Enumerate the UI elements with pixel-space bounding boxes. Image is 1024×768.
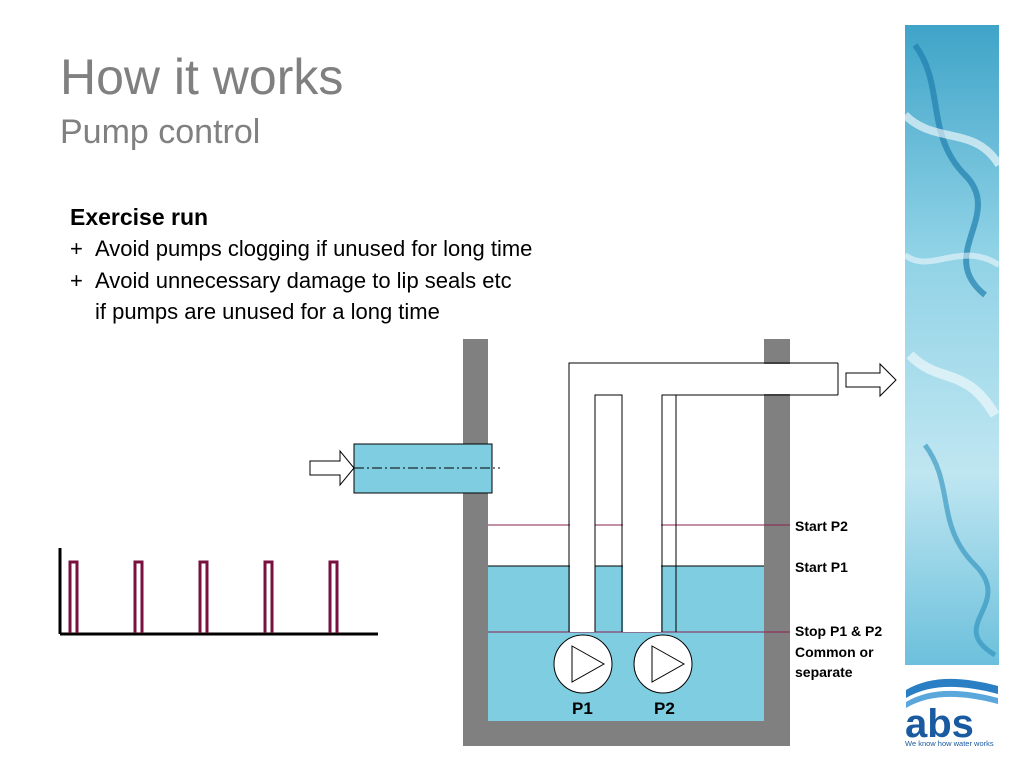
pump-p1-triangle <box>571 645 606 683</box>
exercise-pulse <box>198 560 209 633</box>
bullet-text-continued: if pumps are unused for a long time <box>95 299 440 324</box>
exercise-pulse <box>263 560 274 633</box>
inlet-arrow <box>309 449 355 487</box>
bullet-mark: + <box>70 236 83 261</box>
exercise-pulse <box>328 560 339 633</box>
logo-tagline: We know how water works <box>905 739 994 748</box>
pump-p1-label: P1 <box>572 699 593 718</box>
level-label-stop: Stop P1 & P2 <box>795 623 883 639</box>
pump-p2-triangle <box>651 645 686 683</box>
outlet-arrow <box>845 362 897 398</box>
slide-title: How it works <box>60 49 344 105</box>
exercise-pulses <box>68 560 339 633</box>
level-label-stop-note: Common or <box>795 644 874 660</box>
bullet-mark: + <box>70 268 83 293</box>
exercise-pulse <box>68 560 79 633</box>
section-heading: Exercise run <box>70 204 209 230</box>
bullet-text: Avoid unnecessary damage to lip seals et… <box>95 268 512 293</box>
bullet-item: + Avoid pumps clogging if unused for long… <box>70 236 532 262</box>
level-label-stop-note-2: separate <box>795 664 853 680</box>
abs-logo: abs <box>905 678 998 746</box>
bullet-item: + Avoid unnecessary damage to lip seals e… <box>70 268 512 325</box>
level-label-start-p2: Start P2 <box>795 518 848 534</box>
bullet-text: Avoid pumps clogging if unused for long … <box>95 236 533 261</box>
logo-wordmark: abs <box>905 702 974 746</box>
pump-p2-label: P2 <box>654 699 675 718</box>
level-label-start-p1: Start P1 <box>795 559 848 575</box>
exercise-pulse <box>133 560 144 633</box>
water-decoration <box>902 25 1003 665</box>
slide-subtitle: Pump control <box>60 113 261 151</box>
